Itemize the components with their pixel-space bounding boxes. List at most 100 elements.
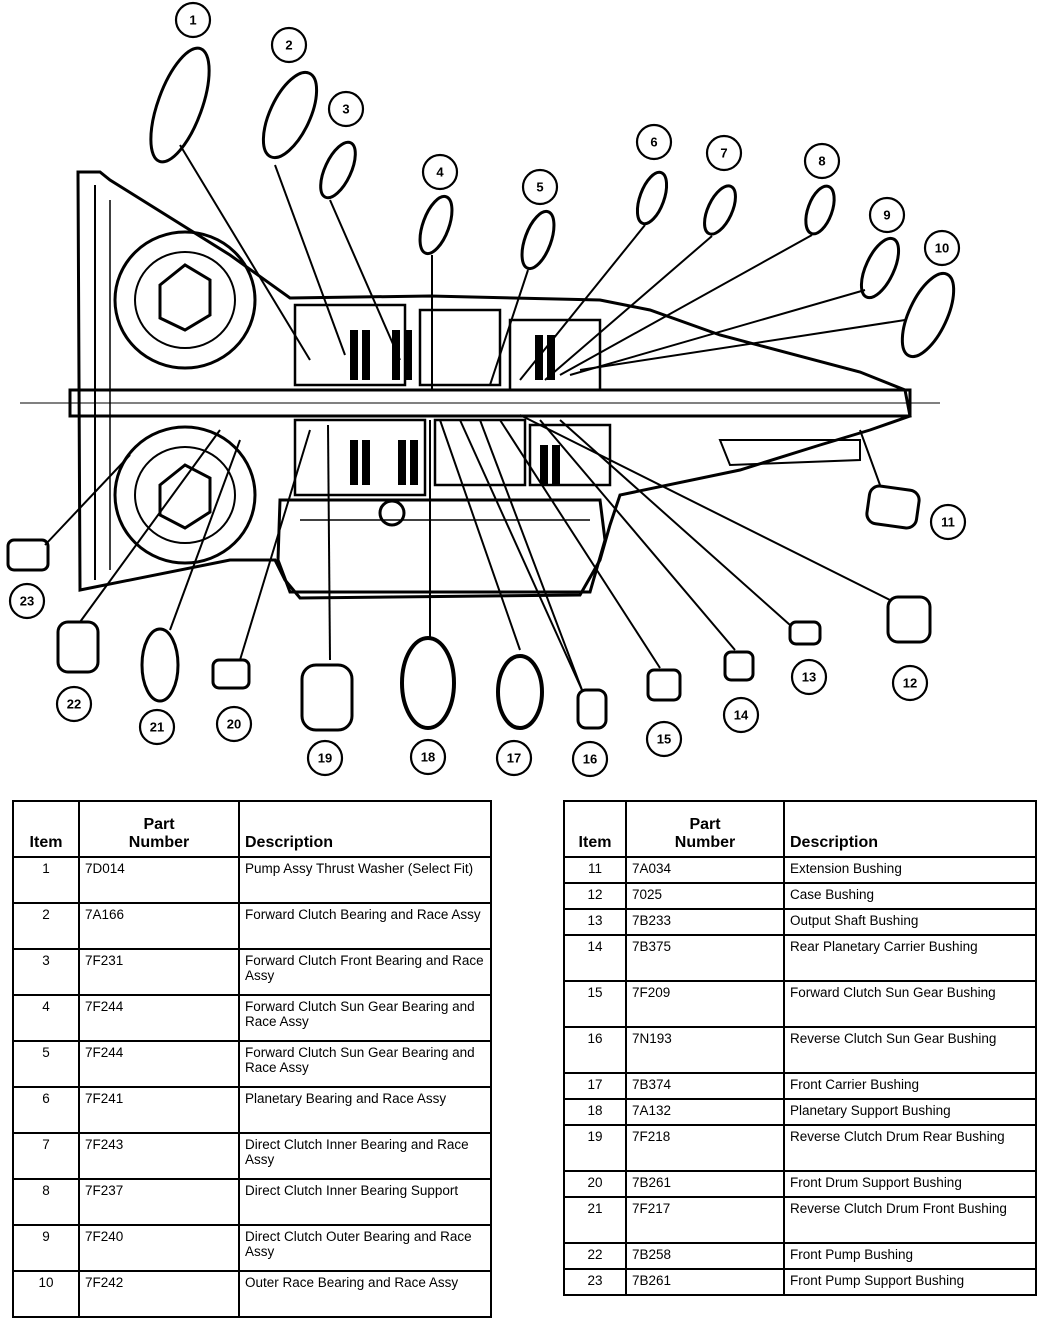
part-description: Direct Clutch Outer Bearing and Race Ass…	[238, 1224, 492, 1272]
part-number: 7F242	[78, 1270, 240, 1318]
part-number: 7A166	[78, 902, 240, 950]
callout-14: 14	[722, 696, 760, 734]
part-description: Rear Planetary Carrier Bushing	[783, 934, 1037, 982]
svg-text:5: 5	[536, 180, 543, 195]
exploded-washers	[149, 46, 956, 359]
callout-17: 17	[495, 739, 533, 777]
part-number: 7025	[625, 882, 785, 910]
callout-19: 19	[306, 739, 344, 777]
svg-text:16: 16	[583, 752, 597, 767]
svg-text:22: 22	[67, 697, 81, 712]
svg-text:6: 6	[650, 135, 657, 150]
part-number: 7N193	[625, 1026, 785, 1074]
svg-text:21: 21	[150, 720, 164, 735]
item-number: 1	[12, 856, 80, 904]
callout-23: 23	[8, 582, 46, 620]
part-number: 7D014	[78, 856, 240, 904]
item-number: 7	[12, 1132, 80, 1180]
item-number: 5	[12, 1040, 80, 1088]
part-description: Front Pump Support Bushing	[783, 1268, 1037, 1296]
part-description: Forward Clutch Front Bearing and Race As…	[238, 948, 492, 996]
part-number: 7B375	[625, 934, 785, 982]
part-description: Pump Assy Thrust Washer (Select Fit)	[238, 856, 492, 904]
callout-22: 22	[55, 685, 93, 723]
item-number: 4	[12, 994, 80, 1042]
header-description: Description	[238, 800, 492, 858]
callout-6: 6	[635, 123, 673, 161]
svg-text:11: 11	[941, 515, 955, 530]
part-description: Front Pump Bushing	[783, 1242, 1037, 1270]
svg-text:1: 1	[189, 13, 196, 28]
part-number: 7A034	[625, 856, 785, 884]
part-description: Front Carrier Bushing	[783, 1072, 1037, 1100]
part-number: 7F241	[78, 1086, 240, 1134]
svg-text:8: 8	[818, 154, 825, 169]
svg-text:4: 4	[436, 165, 444, 180]
item-number: 11	[563, 856, 627, 884]
part-description: Output Shaft Bushing	[783, 908, 1037, 936]
item-number: 18	[563, 1098, 627, 1126]
part-number: 7A132	[625, 1098, 785, 1126]
callout-11: 11	[929, 503, 967, 541]
item-number: 14	[563, 934, 627, 982]
svg-text:9: 9	[883, 208, 890, 223]
callout-10: 10	[923, 229, 961, 267]
part-description: Outer Race Bearing and Race Assy	[238, 1270, 492, 1318]
item-number: 23	[563, 1268, 627, 1296]
part-description: Reverse Clutch Drum Rear Bushing	[783, 1124, 1037, 1172]
svg-text:12: 12	[903, 676, 917, 691]
svg-text:13: 13	[802, 670, 816, 685]
part-description: Reverse Clutch Drum Front Bushing	[783, 1196, 1037, 1244]
part-number: 7F217	[625, 1196, 785, 1244]
part-description: Direct Clutch Inner Bearing Support	[238, 1178, 492, 1226]
part-description: Direct Clutch Inner Bearing and Race Ass…	[238, 1132, 492, 1180]
item-number: 2	[12, 902, 80, 950]
item-number: 17	[563, 1072, 627, 1100]
part-description: Forward Clutch Sun Gear Bushing	[783, 980, 1037, 1028]
item-number: 10	[12, 1270, 80, 1318]
callout-5: 5	[521, 168, 559, 206]
part-number: 7B258	[625, 1242, 785, 1270]
item-number: 19	[563, 1124, 627, 1172]
callout-8: 8	[803, 142, 841, 180]
svg-text:20: 20	[227, 717, 241, 732]
callout-15: 15	[645, 720, 683, 758]
part-number: 7B261	[625, 1170, 785, 1198]
part-description: Front Drum Support Bushing	[783, 1170, 1037, 1198]
part-number: 7F231	[78, 948, 240, 996]
header-part-number: Part Number	[625, 800, 785, 858]
part-description: Case Bushing	[783, 882, 1037, 910]
callout-4: 4	[421, 153, 459, 191]
callout-12: 12	[891, 664, 929, 702]
item-number: 20	[563, 1170, 627, 1198]
item-number: 8	[12, 1178, 80, 1226]
callout-9: 9	[868, 196, 906, 234]
part-number: 7F243	[78, 1132, 240, 1180]
leader-lines	[44, 144, 906, 691]
svg-text:18: 18	[421, 750, 435, 765]
part-number: 7B261	[625, 1268, 785, 1296]
header-part-number: Part Number	[78, 800, 240, 858]
item-number: 3	[12, 948, 80, 996]
part-number: 7B233	[625, 908, 785, 936]
transmission-exploded-diagram: 1 2 3 4 5 6 7 8 9 10 11 12 13 14 15 16 1…	[6, 1, 967, 778]
callout-2: 2	[270, 26, 308, 64]
svg-text:15: 15	[657, 732, 671, 747]
part-description: Forward Clutch Bearing and Race Assy	[238, 902, 492, 950]
